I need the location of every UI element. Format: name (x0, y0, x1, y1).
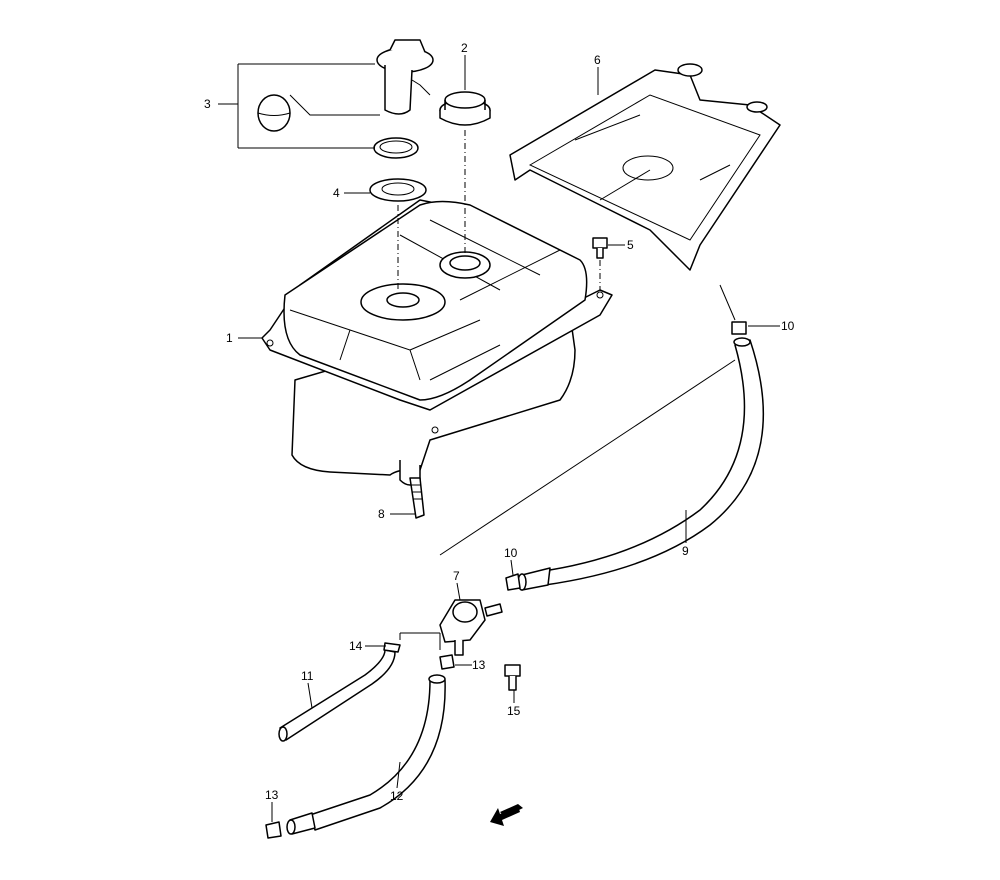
callout-7: 7 (453, 569, 460, 583)
fuel-cock (439, 599, 503, 656)
callout-3: 3 (204, 97, 211, 111)
callout-11: 11 (301, 669, 314, 683)
callout-12: 12 (390, 789, 404, 803)
tank-cover (509, 63, 781, 271)
callout-6: 6 (594, 53, 601, 67)
clamp-13a (439, 654, 455, 670)
callout-5: 5 (627, 238, 634, 252)
drain-bolt (409, 477, 425, 519)
callout-4: 4 (333, 186, 340, 200)
vent-hose-11 (278, 642, 401, 742)
fuel-hose-9 (517, 337, 765, 591)
bolt-15 (504, 664, 521, 691)
callout-13a: 13 (472, 658, 486, 672)
callout-10b: 10 (504, 546, 518, 560)
fuel-cap (439, 91, 491, 126)
forward-arrow-icon: FWD (490, 804, 524, 827)
bolt-5 (592, 237, 608, 259)
clamp-13b (265, 821, 282, 839)
clamp-10b (505, 573, 521, 591)
fuel-pump-assembly (257, 39, 434, 159)
callout-13b: 13 (265, 788, 279, 802)
lock-ring (369, 178, 427, 202)
hose-routing-line (439, 284, 736, 556)
callout-14: 14 (349, 639, 363, 653)
clip-14 (383, 642, 401, 653)
callout-8: 8 (378, 507, 385, 521)
callout-15: 15 (507, 704, 521, 718)
callout-10a: 10 (781, 319, 795, 333)
callout-2: 2 (461, 41, 468, 55)
fuel-tank (261, 199, 613, 486)
fuel-hose-12 (286, 674, 446, 835)
clamp-10a (731, 321, 747, 335)
leader-lines (218, 55, 780, 822)
callout-1: 1 (226, 331, 233, 345)
callout-9: 9 (682, 544, 689, 558)
clamp-routing-line (399, 632, 441, 650)
